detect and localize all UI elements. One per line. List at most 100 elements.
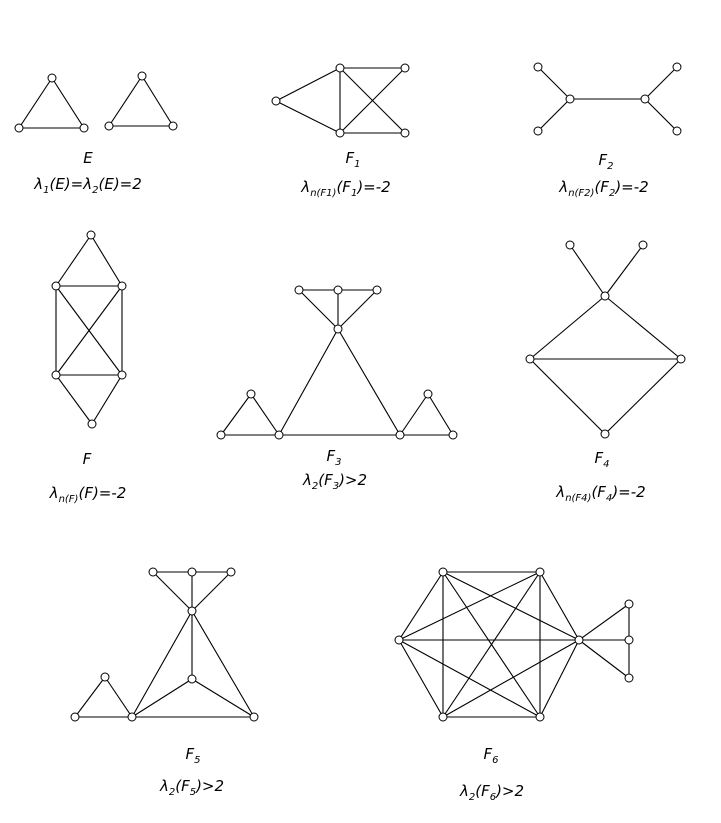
graph-f4-edge xyxy=(529,358,606,435)
graph-f2-vertex xyxy=(565,94,575,104)
graph-f5-vertex xyxy=(187,674,197,684)
graph-f5-edge xyxy=(191,678,255,718)
graph-f3-vertex xyxy=(333,324,343,334)
graph-f5-vertex xyxy=(127,712,137,722)
graph-f4-vertex xyxy=(525,354,535,364)
graph-f2-vertex xyxy=(533,62,543,72)
graph-f-edge xyxy=(55,285,123,376)
graph-f2-name: F2 xyxy=(598,151,614,172)
graph-f3-edge xyxy=(250,393,280,436)
graph-f3-vertex xyxy=(423,389,433,399)
graph-f6-edge xyxy=(398,571,444,641)
graph-e-vertex xyxy=(14,123,24,133)
graph-e-name: E xyxy=(83,149,93,167)
graph-f2-edge xyxy=(537,66,571,100)
graph-f-vertex xyxy=(117,370,127,380)
graph-e-eigenvalue-statement: λ1(E)=λ2(E)=2 xyxy=(34,175,142,196)
graph-e-edge xyxy=(51,77,85,129)
graph-f4-edge xyxy=(529,295,606,360)
graph-f1-vertex xyxy=(400,128,410,138)
graph-f2-edge xyxy=(644,98,678,132)
graph-f6-edge xyxy=(539,571,580,641)
graph-f6-vertex xyxy=(394,635,404,645)
graph-f6-edge xyxy=(398,639,541,718)
graph-f3-vertex xyxy=(294,285,304,295)
graph-f4 xyxy=(525,240,686,439)
graph-e-edge xyxy=(108,75,143,127)
graph-f2-edge xyxy=(644,66,678,100)
graph-f3-eigenvalue-statement: λ2(F3)>2 xyxy=(302,471,368,492)
graph-f6-vertex xyxy=(535,712,545,722)
graph-f3-vertex xyxy=(333,285,343,295)
graph-f6-vertex xyxy=(438,712,448,722)
graph-f-edge xyxy=(91,374,123,425)
graph-f4-vertex xyxy=(565,240,575,250)
graph-f6-vertex xyxy=(624,599,634,609)
graph-f1-eigenvalue-statement: λn(F1)(F1)=-2 xyxy=(301,178,391,199)
graph-f-edge xyxy=(90,234,123,287)
graph-f1-edge xyxy=(275,67,341,102)
graph-f6-eigenvalue-statement: λ2(F6)>2 xyxy=(459,782,525,803)
graph-f5-vertex xyxy=(70,712,80,722)
graph-f xyxy=(51,230,127,429)
graph-f3-edge xyxy=(337,289,378,330)
graph-f4-edge xyxy=(604,295,682,360)
graph-f6 xyxy=(394,567,634,722)
graph-f5-edge xyxy=(131,610,193,718)
graph-f-edge xyxy=(55,374,93,425)
graph-f4-eigenvalue-statement: λn(F4)(F4)=-2 xyxy=(556,483,646,504)
graph-f5 xyxy=(70,567,259,722)
graph-f3-vertex xyxy=(448,430,458,440)
graph-f6-vertex xyxy=(624,635,634,645)
graph-e-vertex xyxy=(168,121,178,131)
graph-f5-edge xyxy=(191,610,255,718)
graph-f-eigenvalue-statement: λn(F)(F)=-2 xyxy=(49,484,127,505)
graph-f6-vertex xyxy=(438,567,448,577)
graph-f3-vertex xyxy=(246,389,256,399)
graph-f6-edge xyxy=(539,639,580,718)
graph-f5-vertex xyxy=(187,567,197,577)
graph-f6-vertex xyxy=(535,567,545,577)
graph-f6-edge xyxy=(442,639,580,718)
graph-f5-edge xyxy=(74,676,106,718)
graph-f-name: F xyxy=(82,450,92,468)
graph-f3-edge xyxy=(298,289,339,330)
graph-f6-edge xyxy=(442,571,541,718)
graph-e-vertex xyxy=(47,73,57,83)
graph-f-vertex xyxy=(51,281,61,291)
graph-f3-vertex xyxy=(274,430,284,440)
graph-f3-vertex xyxy=(395,430,405,440)
graph-f6-edge xyxy=(398,571,541,641)
graph-e-vertex xyxy=(104,121,114,131)
graph-f2-vertex xyxy=(533,126,543,136)
graph-f5-edge xyxy=(152,571,193,612)
graph-e xyxy=(14,71,178,133)
graph-f4-vertex xyxy=(676,354,686,364)
graph-f6-name: F6 xyxy=(483,745,499,766)
graph-f1-name: F1 xyxy=(345,149,361,170)
graph-f5-vertex xyxy=(100,672,110,682)
graph-f5-eigenvalue-statement: λ2(F5)>2 xyxy=(159,777,225,798)
graph-f2-vertex xyxy=(640,94,650,104)
graph-f5-edge xyxy=(191,571,232,612)
graph-f4-vertex xyxy=(600,429,610,439)
graph-f1-edge xyxy=(339,67,406,134)
graph-f6-edge xyxy=(398,639,444,718)
graph-f3-edge xyxy=(220,393,252,436)
graph-e-edge xyxy=(141,75,174,127)
graph-f-vertex xyxy=(51,370,61,380)
graph-f5-vertex xyxy=(249,712,259,722)
graph-e-edge xyxy=(18,77,53,129)
graph-f2 xyxy=(533,62,682,136)
graph-f1-vertex xyxy=(335,63,345,73)
graph-f6-edge xyxy=(578,639,630,679)
graph-f4-name: F4 xyxy=(594,449,610,470)
graph-f3 xyxy=(216,285,458,440)
graph-f2-vertex xyxy=(672,62,682,72)
graph-f5-vertex xyxy=(148,567,158,577)
graph-f2-eigenvalue-statement: λn(F2)(F2)=-2 xyxy=(559,178,649,199)
graph-f3-vertex xyxy=(216,430,226,440)
graph-e-vertex xyxy=(137,71,147,81)
graph-f1 xyxy=(271,63,410,138)
